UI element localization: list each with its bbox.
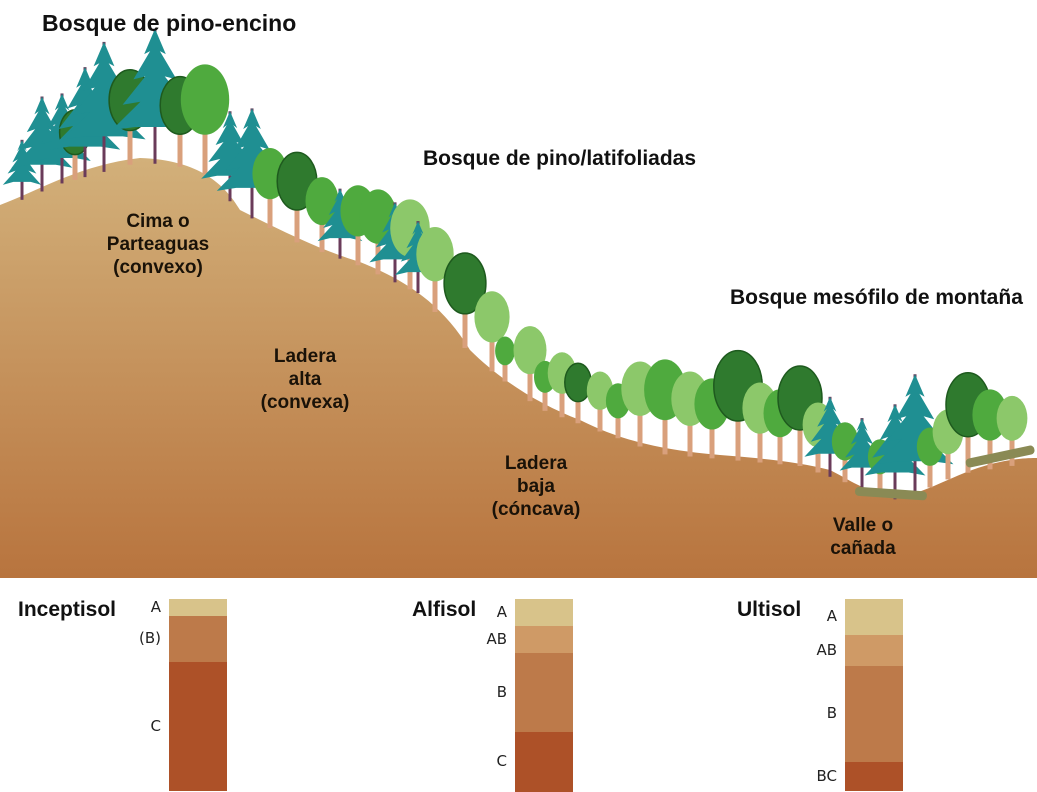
pine-tree: [62, 41, 146, 172]
fallen-log-1: [855, 486, 927, 501]
soil-horizon-ab: [845, 635, 903, 666]
valle-line-2: cañada: [830, 538, 896, 559]
label-ladera-baja: Ladera baja (cóncava): [476, 452, 596, 521]
label-valle: Valle o cañada: [808, 514, 918, 560]
soil-horizon-b: [169, 616, 227, 662]
broadleaf-tree: [416, 227, 454, 312]
fallen-log-2: [965, 445, 1035, 468]
ground-profile: [0, 158, 1037, 578]
soil-horizon-b: [515, 653, 573, 732]
soil-horizon-a: [169, 599, 227, 616]
soil-name-ultisol: Ultisol: [737, 598, 802, 621]
ladera-alta-line-3: (convexa): [260, 392, 350, 413]
broadleaf-tree: [564, 362, 592, 424]
horizon-label: AB: [486, 629, 507, 648]
horizon-label: A: [826, 607, 837, 625]
horizon-label: A: [150, 597, 161, 616]
label-bosque-pino-encino: Bosque de pino-encino: [42, 10, 297, 36]
pine-tree: [11, 96, 73, 192]
ladera-baja-line-3: (cóncava): [491, 499, 581, 520]
broadleaf-tree: [513, 326, 547, 402]
ladera-baja-line-1: Ladera: [504, 453, 568, 474]
soil-horizon-ab: [515, 626, 573, 653]
pine-tree: [111, 28, 199, 164]
cima-line-3: (convexo): [113, 257, 203, 278]
pine-tree: [876, 374, 954, 495]
soil-horizon-c: [169, 662, 227, 791]
soil-horizon-a: [515, 599, 573, 626]
horizon-label: BC: [816, 766, 837, 785]
horizon-label: C: [496, 752, 507, 770]
broadleaf-tree: [474, 291, 510, 372]
ladera-alta-line-2: alta: [288, 369, 322, 390]
ladera-alta-line-1: Ladera: [273, 346, 337, 367]
pine-tree: [216, 108, 288, 219]
horizon-label: A: [496, 602, 507, 621]
soil-horizon-a: [845, 599, 903, 635]
forest-trees: [2, 28, 1028, 500]
label-bosque-pino-latifoliadas: Bosque de pino/latifoliadas: [423, 147, 697, 170]
soil-column-inceptisol: [169, 599, 227, 791]
soil-name-inceptisol: Inceptisol: [18, 598, 117, 621]
horizon-label: AB: [816, 640, 837, 659]
soil-column-ultisol: [845, 599, 903, 791]
soil-horizon-b: [845, 666, 903, 762]
valle-line-1: Valle o: [832, 515, 894, 536]
pine-tree: [804, 396, 856, 477]
broadleaf-tree: [443, 252, 487, 348]
horizon-label: (B): [139, 629, 161, 647]
soil-column-alfisol: [515, 599, 573, 792]
broadleaf-tree: [996, 395, 1028, 466]
soil-horizon-c: [515, 732, 573, 792]
broadleaf-tree: [359, 189, 397, 275]
cima-line-1: Cima o: [126, 211, 190, 232]
horizon-label: C: [150, 716, 161, 735]
pine-tree: [201, 111, 259, 202]
label-bosque-mesofilo: Bosque mesófilo de montaña: [730, 286, 1023, 309]
pine-tree: [839, 418, 885, 489]
horizon-label: B: [826, 704, 837, 722]
broadleaf-tree: [495, 336, 515, 382]
ladera-baja-line-2: baja: [516, 476, 556, 497]
label-cima: Cima o Parteaguas (convexo): [98, 210, 218, 279]
soil-horizon-bc: [845, 762, 903, 791]
cima-line-2: Parteaguas: [106, 234, 210, 255]
broadleaf-tree: [180, 64, 230, 175]
horizon-label: B: [496, 682, 507, 701]
label-ladera-alta: Ladera alta (convexa): [245, 345, 365, 414]
soil-name-alfisol: Alfisol: [412, 598, 477, 621]
pine-tree: [317, 188, 363, 259]
